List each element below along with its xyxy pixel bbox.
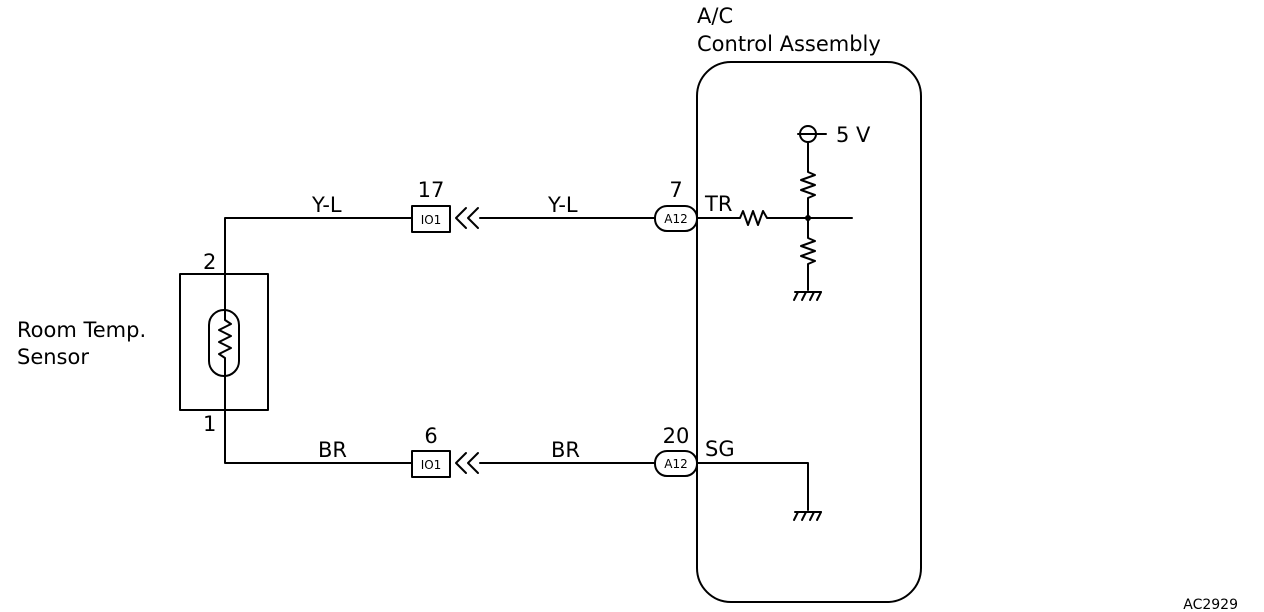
connector-arrow-icon	[455, 452, 479, 474]
ground-icon	[793, 511, 822, 521]
wire-y-l-left	[224, 217, 413, 301]
top-circuit: Y-L Y-L IO1 17 A12 7	[224, 178, 698, 301]
room-temp-sensor: Room Temp. Sensor 2 1	[17, 250, 269, 436]
thermistor-zigzag	[218, 299, 232, 387]
sensor-label-line1: Room Temp.	[17, 318, 146, 342]
pullup-resistor	[800, 165, 816, 218]
wire-label-y-l-right: Y-L	[547, 193, 578, 217]
terminal-tr-label: TR	[704, 192, 732, 216]
junction-code-bottom: IO1	[421, 458, 442, 472]
wire-label-y-l-left: Y-L	[311, 193, 342, 217]
connector-arrow-icon	[455, 207, 479, 229]
sg-ground-wire	[696, 462, 809, 511]
tr-series-resistor	[696, 210, 853, 226]
ac-control-box	[696, 61, 922, 603]
connector-pin-20: 20	[663, 424, 690, 448]
wire-label-br-right: BR	[551, 438, 580, 462]
connector-a12-top	[654, 205, 698, 232]
ac-title-line2: Control Assembly	[697, 32, 881, 56]
connector-code-top: A12	[664, 212, 687, 226]
connector-code-bottom: A12	[664, 457, 687, 471]
figure-code: AC2929	[1183, 597, 1238, 612]
junction-connector-io1-bottom	[411, 450, 451, 478]
sensor-pin-1: 1	[203, 412, 216, 436]
wire-label-br-left: BR	[318, 438, 347, 462]
junction-pin-17: 17	[418, 178, 445, 202]
ac-title-line1: A/C	[697, 4, 733, 28]
terminal-sg-label: SG	[705, 437, 735, 461]
junction-code-top: IO1	[421, 213, 442, 227]
wire-br-left	[224, 385, 413, 464]
junction-connector-io1-top	[411, 205, 451, 233]
junction-pin-6: 6	[424, 424, 437, 448]
ground-icon	[793, 291, 822, 301]
supply-5v-symbol	[797, 125, 827, 167]
connector-a12-bottom	[654, 450, 698, 477]
connector-pin-7: 7	[669, 178, 682, 202]
bottom-circuit: BR BR IO1 6 A12 20	[224, 385, 698, 478]
sensor-label-line2: Sensor	[17, 345, 89, 369]
pulldown-resistor	[800, 217, 816, 291]
sensor-pin-2: 2	[203, 250, 216, 274]
ac-control-assembly: A/C Control Assembly 5 V	[696, 4, 922, 603]
supply-5v-label: 5 V	[836, 123, 871, 147]
